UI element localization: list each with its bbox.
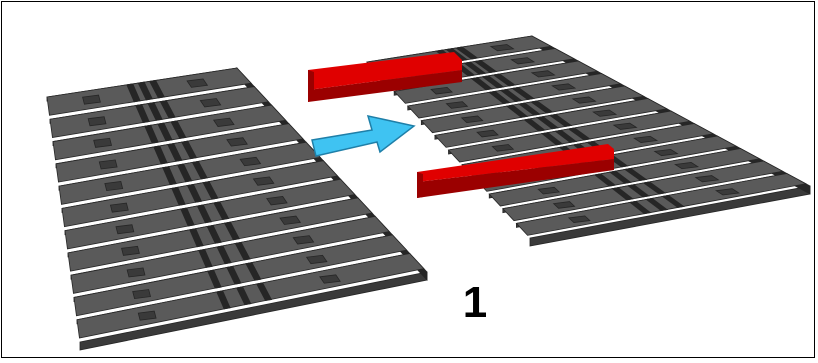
slot-mark (267, 196, 287, 204)
slot-mark (320, 275, 340, 283)
figure-frame: 1 (1, 1, 815, 358)
slot-mark (133, 290, 151, 299)
slot-mark (253, 177, 273, 185)
step-number: 1 (450, 278, 500, 328)
slot-mark (280, 216, 300, 224)
slot-mark (88, 117, 106, 126)
slot-mark (83, 95, 101, 104)
slot-mark (138, 311, 156, 320)
slot-mark (240, 157, 260, 165)
slot-mark (110, 203, 128, 212)
slot-mark (200, 99, 220, 107)
right-arrow-icon (312, 116, 414, 156)
slot-mark (127, 268, 145, 277)
slot-mark (122, 246, 140, 255)
slot-mark (105, 182, 123, 191)
slot-mark (307, 255, 327, 263)
slot-mark (94, 138, 112, 147)
slot-mark (116, 225, 134, 234)
slot-mark (99, 160, 117, 169)
slot-mark (293, 236, 313, 244)
slot-mark (187, 79, 207, 87)
left-belt-module (47, 68, 427, 350)
slot-mark (227, 138, 247, 146)
slot-mark (214, 118, 234, 126)
